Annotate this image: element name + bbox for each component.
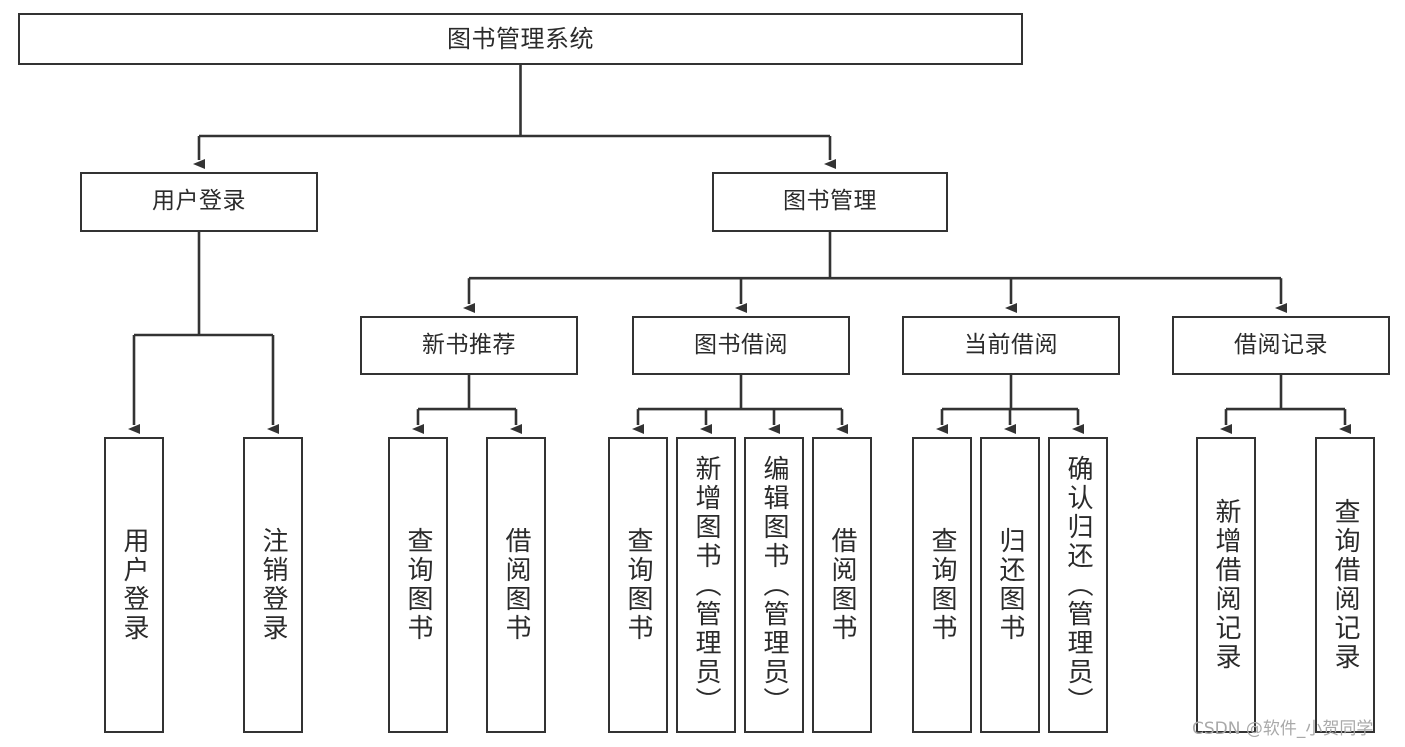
node-new-book-recommend[interactable]: 新书推荐 (360, 316, 578, 375)
node-leaf-query-book-2[interactable]: 查询图书 (608, 437, 668, 733)
node-current-borrow-label: 当前借阅 (964, 331, 1058, 358)
node-leaf-confirm-return-admin-label: 确认归还（管理员） (1063, 454, 1093, 716)
node-leaf-query-book-3[interactable]: 查询图书 (912, 437, 972, 733)
node-leaf-query-book-3-label: 查询图书 (927, 527, 957, 643)
node-root-label: 图书管理系统 (447, 24, 594, 53)
node-borrow-record-label: 借阅记录 (1234, 331, 1328, 358)
node-book-borrow[interactable]: 图书借阅 (632, 316, 850, 375)
node-leaf-user-logout-label: 注销登录 (258, 527, 288, 643)
node-leaf-confirm-return-admin[interactable]: 确认归还（管理员） (1048, 437, 1108, 733)
node-leaf-user-login[interactable]: 用户登录 (104, 437, 164, 733)
node-leaf-add-borrow-record-label: 新增借阅记录 (1211, 498, 1241, 672)
node-leaf-borrow-book-2-label: 借阅图书 (827, 527, 857, 643)
node-leaf-query-book-1-label: 查询图书 (403, 527, 433, 643)
node-borrow-record[interactable]: 借阅记录 (1172, 316, 1390, 375)
csdn-watermark: CSDN @软件_小贺同学 (1192, 719, 1374, 739)
node-leaf-query-borrow-record[interactable]: 查询借阅记录 (1315, 437, 1375, 733)
node-leaf-borrow-book-1[interactable]: 借阅图书 (486, 437, 546, 733)
node-leaf-borrow-book-1-label: 借阅图书 (501, 527, 531, 643)
node-leaf-edit-book-admin[interactable]: 编辑图书（管理员） (744, 437, 804, 733)
node-user-login[interactable]: 用户登录 (80, 172, 318, 232)
node-leaf-add-borrow-record[interactable]: 新增借阅记录 (1196, 437, 1256, 733)
node-book-manage[interactable]: 图书管理 (712, 172, 948, 232)
node-leaf-user-login-label: 用户登录 (119, 527, 149, 643)
node-leaf-borrow-book-2[interactable]: 借阅图书 (812, 437, 872, 733)
node-leaf-user-logout[interactable]: 注销登录 (243, 437, 303, 733)
node-leaf-add-book-admin[interactable]: 新增图书（管理员） (676, 437, 736, 733)
node-user-login-label: 用户登录 (152, 188, 246, 215)
node-leaf-query-book-1[interactable]: 查询图书 (388, 437, 448, 733)
node-leaf-return-book[interactable]: 归还图书 (980, 437, 1040, 733)
node-leaf-return-book-label: 归还图书 (995, 527, 1025, 643)
node-new-book-recommend-label: 新书推荐 (422, 331, 516, 358)
node-root[interactable]: 图书管理系统 (18, 13, 1023, 65)
node-current-borrow[interactable]: 当前借阅 (902, 316, 1120, 375)
node-leaf-query-borrow-record-label: 查询借阅记录 (1330, 498, 1360, 672)
node-book-borrow-label: 图书借阅 (694, 331, 788, 358)
node-leaf-edit-book-admin-label: 编辑图书（管理员） (759, 454, 789, 716)
node-leaf-query-book-2-label: 查询图书 (623, 527, 653, 643)
node-book-manage-label: 图书管理 (783, 188, 877, 215)
node-leaf-add-book-admin-label: 新增图书（管理员） (691, 454, 721, 716)
